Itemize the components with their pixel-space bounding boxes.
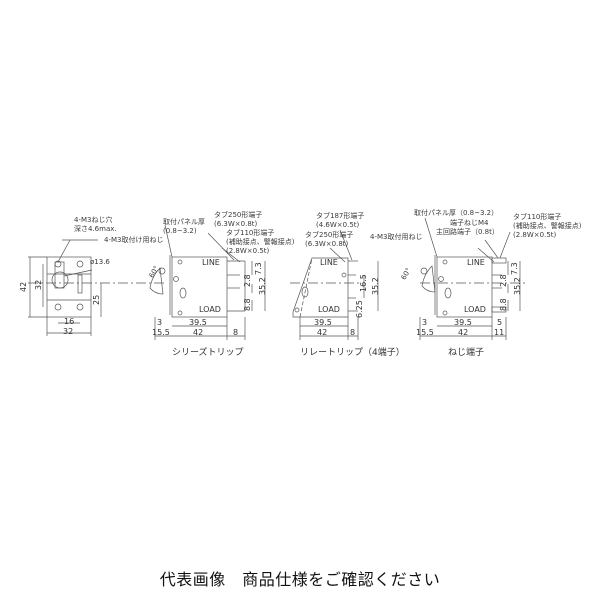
- screw-dim-7-3: 7.3: [510, 262, 519, 275]
- relay-body: [292, 257, 349, 318]
- screw-dim-8-8: 8.8: [499, 298, 508, 311]
- caption-screw-terminal: ねじ端子: [448, 348, 485, 358]
- label-tab187: タブ187形端子: [316, 212, 365, 220]
- label-main-terminal: 主回路端子（0.8t）: [436, 228, 499, 236]
- label-relay-tab250-spec: (6.3W×0.8t): [305, 240, 349, 248]
- label-tab250: タブ250形端子: [214, 211, 263, 219]
- caption-series-trip: シリーズトリップ: [172, 348, 244, 358]
- screw-line-label: LINE: [467, 258, 485, 267]
- relay-dim-39-5: 39.5: [314, 318, 332, 327]
- label-screw-mount-screw: 4-M3取付用ねじ: [370, 233, 423, 241]
- label-screw-tab110-sub: (補助接点、警報接点): [513, 222, 582, 230]
- series-line-label: LINE: [202, 258, 220, 267]
- screw-body: [436, 256, 493, 318]
- series-dim-15-5: 15.5: [152, 328, 170, 337]
- screw-load-label: LOAD: [464, 305, 486, 314]
- relay-dim-35-2: 35.2: [371, 277, 380, 295]
- label-screw-panel: 取付パネル厚（0.8~3.2）: [414, 209, 499, 217]
- series-dim-2-8: 2.8: [243, 274, 252, 287]
- series-dim-7-3: 7.3: [254, 262, 263, 275]
- screw-dim-2-8: 2.8: [499, 274, 508, 287]
- label-screw-tab110: タブ110形端子: [513, 213, 562, 221]
- screw-dim-5: 5: [497, 318, 503, 327]
- relay-load-label: LOAD: [318, 305, 340, 314]
- screw-dim-3: 3: [422, 318, 428, 327]
- screw-handle: [421, 265, 436, 293]
- series-dim-35-2: 35.2: [258, 277, 267, 295]
- series-dim-39-5: 39.5: [189, 318, 207, 327]
- relay-dim-16-5: 16.5: [359, 274, 368, 292]
- dim-width-16: 16: [64, 317, 75, 326]
- label-tab110: タブ110形端子: [226, 229, 275, 237]
- label-tab110-spec: (2.8W×0.5t): [226, 247, 270, 255]
- label-diameter: ø13.6: [90, 258, 110, 266]
- series-dim-42: 42: [193, 328, 204, 337]
- dim-height-32: 32: [34, 279, 43, 290]
- relay-line-label: LINE: [320, 258, 338, 267]
- label-depth: 深さ4.6max.: [74, 225, 117, 233]
- representative-image-notice: 代表画像 商品仕様をご確認ください: [159, 570, 441, 589]
- label-terminal-screw: 端子ねじM4: [450, 219, 489, 227]
- series-dim-3: 3: [157, 318, 163, 327]
- label-screw-tab110-spec: (2.8W×0.5t): [513, 231, 557, 239]
- screw-dim-11: 11: [494, 328, 505, 337]
- dim-offset-25: 25: [92, 294, 101, 305]
- series-dim-8-8: 8.8: [243, 298, 252, 311]
- series-handle: [149, 267, 164, 295]
- dim-width-32: 32: [63, 327, 74, 336]
- relay-dim-8: 8: [350, 328, 356, 337]
- screw-dim-42: 42: [458, 328, 469, 337]
- front-body: [46, 256, 92, 318]
- label-panel: 取付パネル厚: [163, 218, 205, 226]
- relay-dim-6-25: 6.25: [355, 300, 364, 318]
- screw-dim-15-5: 15.5: [416, 328, 434, 337]
- label-mount-screw: 4-M3取付け用ねじ: [104, 236, 164, 244]
- label-panel-range: (0.8~3.2): [163, 227, 197, 235]
- dim-height-42: 42: [19, 281, 28, 292]
- series-dim-8: 8: [233, 328, 239, 337]
- label-tab250-spec: (6.3W×0.8t): [214, 220, 258, 228]
- series-load-label: LOAD: [199, 305, 221, 314]
- label-relay-tab250: タブ250形端子: [305, 231, 354, 239]
- label-tab110-sub: (補助接点、警報接点): [226, 238, 295, 246]
- relay-dim-42: 42: [317, 328, 328, 337]
- caption-relay-trip: リレートリップ（4端子）: [300, 348, 405, 358]
- screw-dim-35-2: 35.2: [513, 277, 522, 295]
- series-body: [171, 256, 228, 318]
- screw-dim-39-5: 39.5: [454, 318, 472, 327]
- label-tab187-spec: (4.6W×0.5t): [316, 221, 360, 229]
- label-hole: 4-M3ねじ穴: [74, 216, 113, 224]
